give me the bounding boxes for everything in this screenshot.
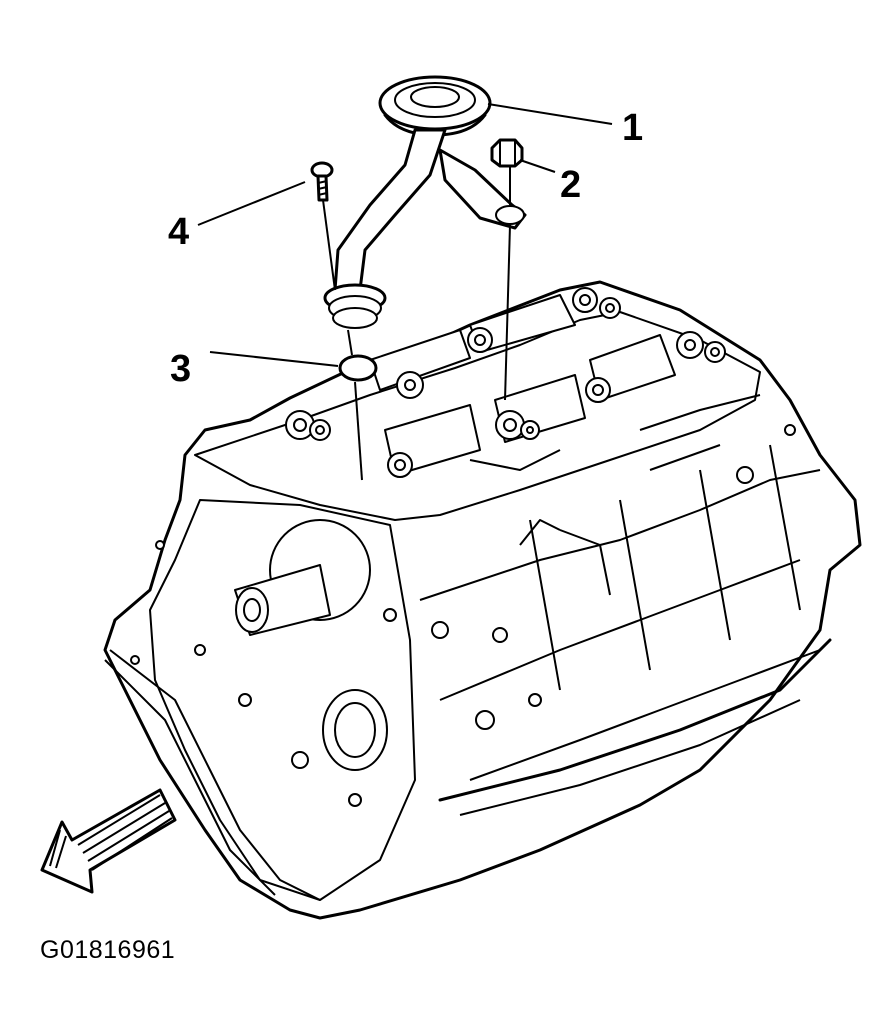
oil-pickup-tube <box>323 75 527 329</box>
front-direction-arrow-icon <box>40 788 177 894</box>
leader-lines <box>197 103 613 367</box>
callout-2: 2 <box>560 164 581 206</box>
assembly-guide-lines <box>322 165 511 481</box>
callout-3: 3 <box>170 348 191 390</box>
callout-4: 4 <box>168 211 189 253</box>
pickup-tube-o-ring <box>338 354 378 382</box>
pickup-tube-bolt <box>310 161 334 202</box>
engine-block <box>103 280 862 920</box>
pickup-tube-nut <box>490 138 524 168</box>
callout-1: 1 <box>622 107 643 149</box>
figure-id: G01816961 <box>40 936 176 964</box>
